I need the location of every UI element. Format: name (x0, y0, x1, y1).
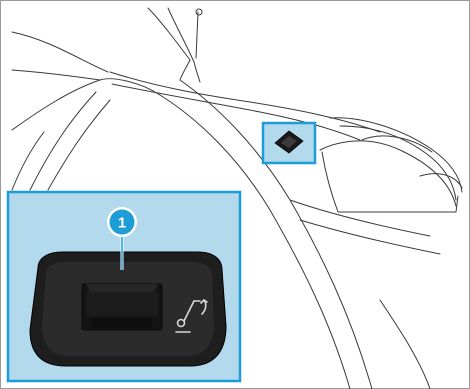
switch-location-highlight (263, 123, 315, 163)
callout-number: 1 (118, 215, 126, 232)
trunk-switch-detail (30, 252, 226, 366)
